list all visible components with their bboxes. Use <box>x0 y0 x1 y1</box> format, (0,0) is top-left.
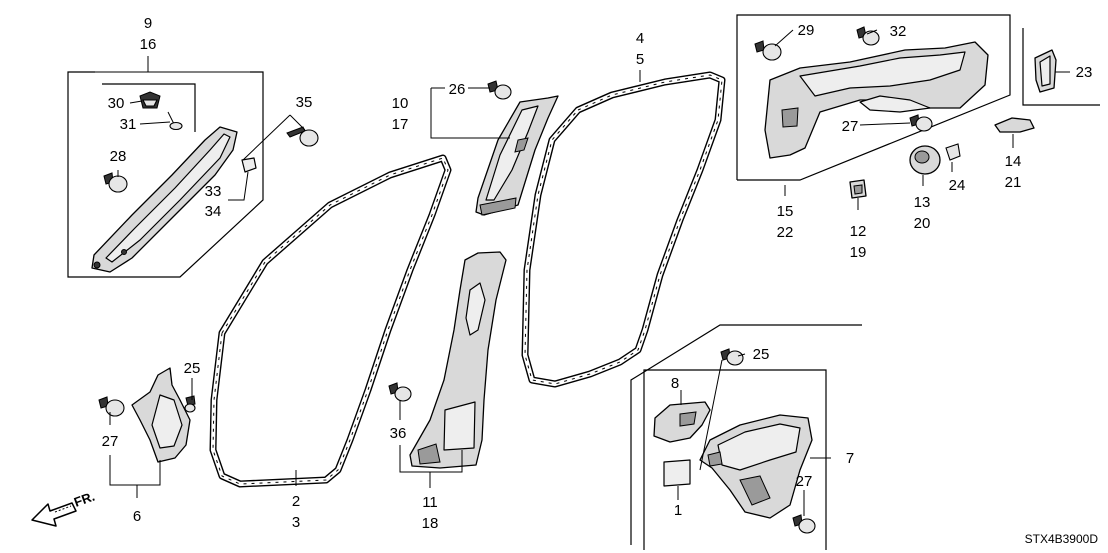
callout-21: 21 <box>1005 174 1022 191</box>
center-pillar-lower-lining <box>409 251 507 469</box>
callout-27-upper: 27 <box>842 118 859 135</box>
grip-cover-14-icon <box>994 117 1035 133</box>
screw-35-icon <box>286 126 319 147</box>
callout-10: 10 <box>392 95 409 112</box>
callout-23: 23 <box>1076 64 1093 81</box>
callout-35: 35 <box>296 94 313 111</box>
callout-8: 8 <box>671 375 679 392</box>
callout-19: 19 <box>850 244 867 261</box>
callout-11: 11 <box>422 494 438 511</box>
small-cover-8-icon <box>653 401 711 443</box>
callout-34: 34 <box>205 203 222 220</box>
callout-14: 14 <box>1005 153 1022 170</box>
callout-30: 30 <box>108 95 125 112</box>
group-box-a-pillar <box>67 56 264 278</box>
callout-13: 13 <box>914 194 931 211</box>
callout-12: 12 <box>850 223 867 240</box>
callout-31: 31 <box>120 116 137 133</box>
diagram-code: STX4B3900D <box>1025 532 1099 546</box>
group-box-rear-lining <box>736 14 1011 181</box>
group-box-23 <box>1022 28 1100 106</box>
callouts: 9 16 35 30 31 28 33 34 10 17 26 4 5 29 3… <box>102 15 1093 532</box>
callout-4: 4 <box>636 30 644 47</box>
callout-3: 3 <box>292 514 300 531</box>
callout-29: 29 <box>798 22 815 39</box>
a-pillar-garnish <box>91 126 257 273</box>
center-pillar-upper-lining <box>475 95 559 216</box>
callout-36: 36 <box>390 425 407 442</box>
round-cap-13-icon <box>909 145 941 175</box>
clip-28-icon <box>103 172 128 193</box>
clip-32-icon <box>856 26 880 46</box>
front-door-opening-seal <box>209 154 452 488</box>
callout-9: 9 <box>144 15 152 32</box>
callout-25-right: 25 <box>753 346 770 363</box>
rear-door-opening-seal <box>521 71 726 388</box>
part-23-icon <box>1034 49 1057 93</box>
clip-31-icon <box>167 111 183 131</box>
clip-36-icon <box>388 382 412 402</box>
clip-33-part <box>241 157 257 173</box>
bezel-12-icon <box>849 179 867 199</box>
callout-15: 15 <box>777 203 794 220</box>
rear-side-lining <box>699 414 813 519</box>
front-direction-arrow: FR. <box>31 489 97 527</box>
callout-22: 22 <box>777 224 794 241</box>
clip-30-icon <box>139 91 161 109</box>
callout-28: 28 <box>110 148 127 165</box>
callout-18: 18 <box>422 515 439 532</box>
callout-27-right: 27 <box>796 473 813 490</box>
callout-32: 32 <box>890 23 907 40</box>
clip-25-right-icon <box>720 348 744 366</box>
plate-1-icon <box>663 459 691 487</box>
callout-1: 1 <box>674 502 682 519</box>
front-kick-panel <box>131 367 191 463</box>
callout-2: 2 <box>292 493 300 510</box>
clip-29-icon <box>754 40 782 61</box>
callout-26: 26 <box>449 81 466 98</box>
clip-27-left-icon <box>98 396 125 417</box>
callout-27-left: 27 <box>102 433 119 450</box>
callout-6: 6 <box>133 508 141 525</box>
clip-27-right-icon <box>792 514 816 534</box>
rear-pillar-lining <box>764 41 989 159</box>
callout-25-left: 25 <box>184 360 201 377</box>
clip-24-icon <box>945 143 961 161</box>
callout-7: 7 <box>846 450 854 467</box>
clip-26-icon <box>487 80 512 100</box>
callout-33: 33 <box>205 183 222 200</box>
callout-16: 16 <box>140 36 157 53</box>
callout-24: 24 <box>949 177 966 194</box>
clip-25-left-icon <box>184 395 196 413</box>
callout-5: 5 <box>636 51 644 68</box>
clip-27-upper-icon <box>909 114 933 132</box>
direction-label: FR. <box>72 489 97 510</box>
leader-lines <box>109 29 1070 516</box>
callout-20: 20 <box>914 215 931 232</box>
callout-17: 17 <box>392 116 409 133</box>
group-box-kick-panel <box>630 324 862 550</box>
